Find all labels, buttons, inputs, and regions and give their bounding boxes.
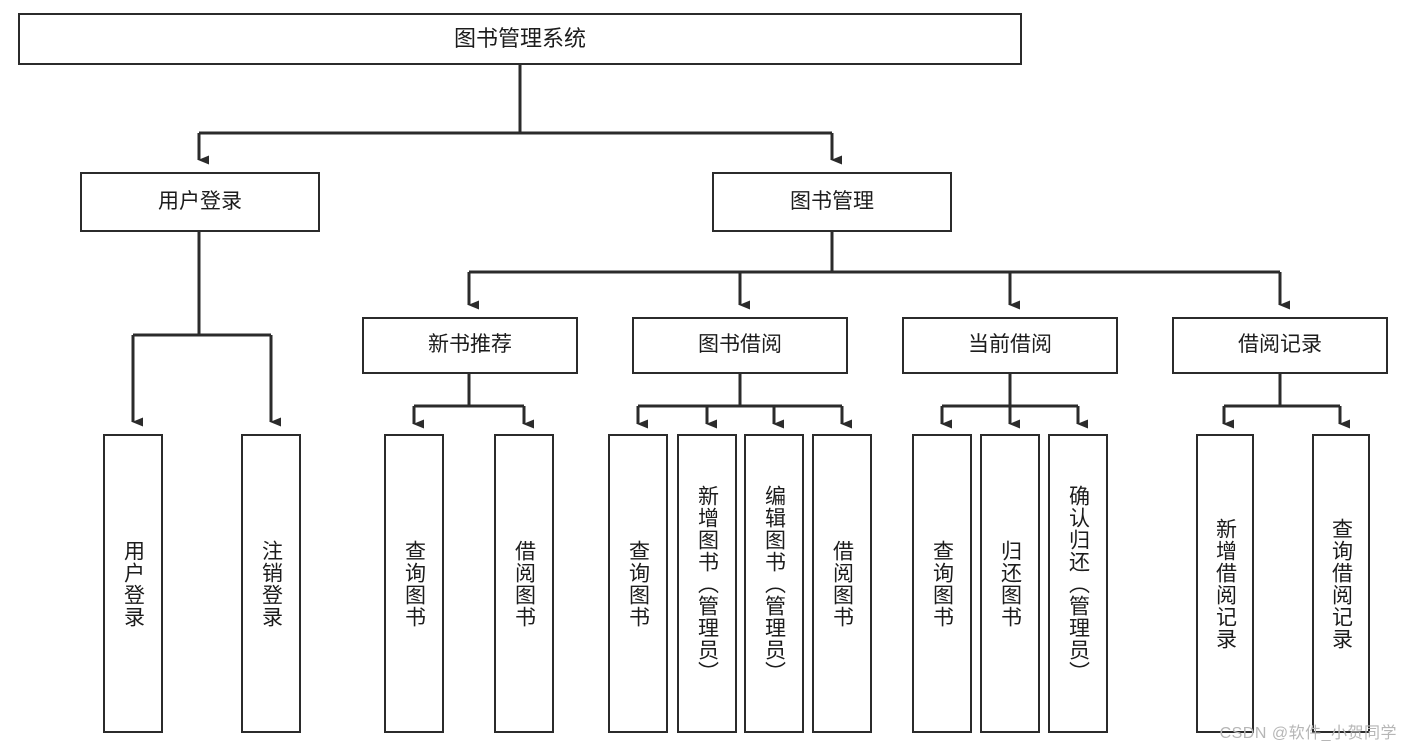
node-book-management[interactable]: 图书管理 [712, 172, 952, 232]
node-leaf-edit-book[interactable]: 编辑图书（管理员） [744, 434, 804, 733]
node-user-login[interactable]: 用户登录 [80, 172, 320, 232]
node-leaf-add-borrow-record-label: 新增借阅记录 [1213, 517, 1237, 650]
node-leaf-borrow-book-1[interactable]: 借阅图书 [494, 434, 554, 733]
node-leaf-query-borrow-record-label: 查询借阅记录 [1329, 517, 1353, 650]
node-current-borrow-label: 当前借阅 [968, 333, 1052, 357]
node-leaf-confirm-return[interactable]: 确认归还（管理员） [1048, 434, 1108, 733]
node-leaf-add-book-label: 新增图书（管理员） [695, 484, 719, 683]
node-leaf-borrow-book-2[interactable]: 借阅图书 [812, 434, 872, 733]
node-leaf-query-book-3[interactable]: 查询图书 [912, 434, 972, 733]
node-leaf-user-login-label: 用户登录 [121, 539, 145, 628]
node-borrow-record[interactable]: 借阅记录 [1172, 317, 1388, 374]
node-new-book-recommend-label: 新书推荐 [428, 333, 512, 357]
node-leaf-confirm-return-label: 确认归还（管理员） [1066, 484, 1090, 683]
node-leaf-query-book-1[interactable]: 查询图书 [384, 434, 444, 733]
node-leaf-add-borrow-record[interactable]: 新增借阅记录 [1196, 434, 1254, 733]
node-leaf-query-book-2-label: 查询图书 [626, 539, 650, 628]
node-leaf-return-book[interactable]: 归还图书 [980, 434, 1040, 733]
node-leaf-borrow-book-1-label: 借阅图书 [512, 539, 536, 628]
node-leaf-edit-book-label: 编辑图书（管理员） [762, 484, 786, 683]
node-book-borrow[interactable]: 图书借阅 [632, 317, 848, 374]
node-leaf-query-book-1-label: 查询图书 [402, 539, 426, 628]
node-leaf-logout-login-label: 注销登录 [259, 539, 283, 628]
node-user-login-label: 用户登录 [158, 189, 242, 213]
node-book-borrow-label: 图书借阅 [698, 333, 782, 357]
node-root-label: 图书管理系统 [453, 26, 586, 52]
node-leaf-add-book[interactable]: 新增图书（管理员） [677, 434, 737, 733]
node-new-book-recommend[interactable]: 新书推荐 [362, 317, 578, 374]
node-leaf-return-book-label: 归还图书 [998, 539, 1022, 628]
node-leaf-query-book-2[interactable]: 查询图书 [608, 434, 668, 733]
node-leaf-borrow-book-2-label: 借阅图书 [830, 539, 854, 628]
node-leaf-query-book-3-label: 查询图书 [930, 539, 954, 628]
node-leaf-logout-login[interactable]: 注销登录 [241, 434, 301, 733]
node-book-management-label: 图书管理 [790, 189, 874, 213]
node-borrow-record-label: 借阅记录 [1238, 333, 1322, 357]
node-leaf-query-borrow-record[interactable]: 查询借阅记录 [1312, 434, 1370, 733]
node-root[interactable]: 图书管理系统 [18, 13, 1022, 65]
node-current-borrow[interactable]: 当前借阅 [902, 317, 1118, 374]
node-leaf-user-login[interactable]: 用户登录 [103, 434, 163, 733]
